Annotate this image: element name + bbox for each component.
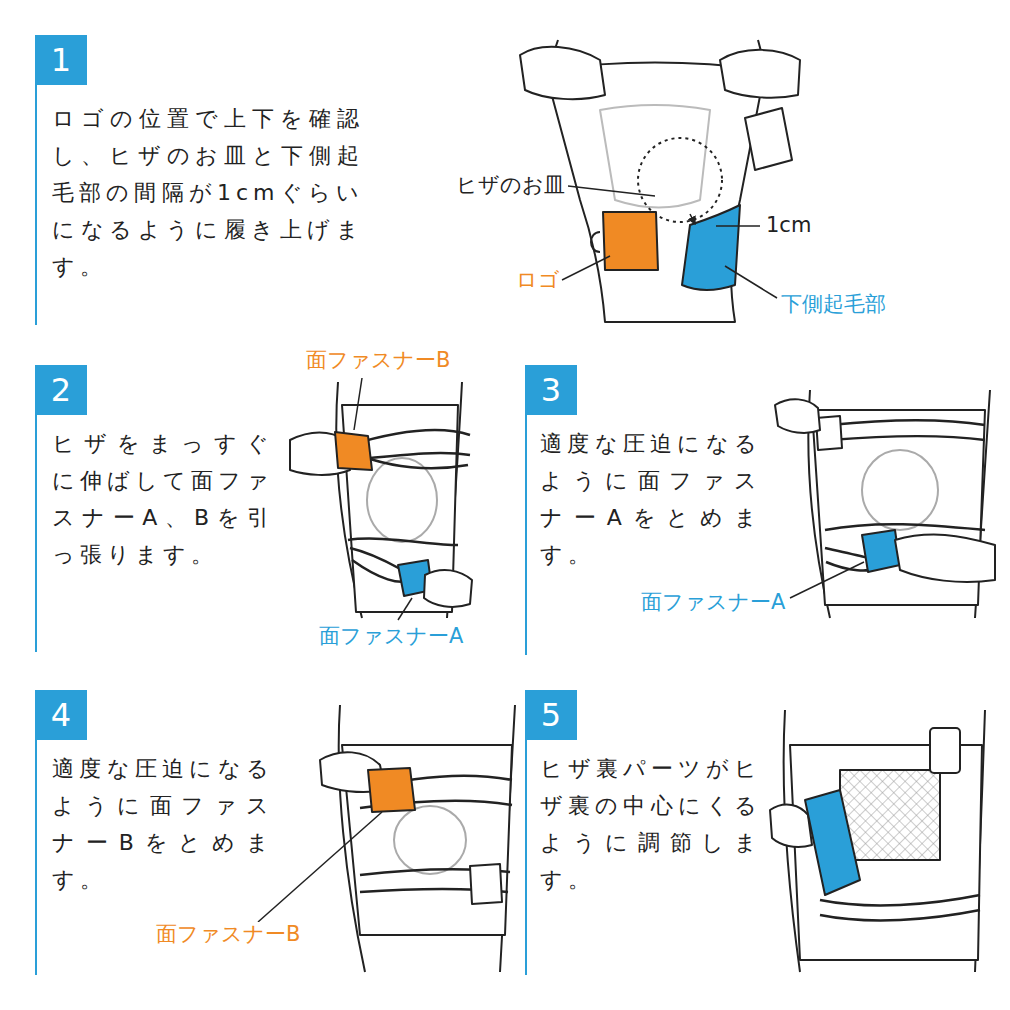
knee-figure-part — [339, 705, 515, 972]
knee-figure — [770, 710, 985, 972]
leader-line-part — [398, 598, 412, 620]
step-number-badge: 3 — [525, 365, 577, 415]
step-number: 4 — [51, 699, 71, 731]
leader-line-part — [568, 186, 655, 196]
step-instruction: 適度な圧迫になるように面ファスナーBをとめます。 — [52, 750, 274, 898]
knee-figure-part — [394, 806, 466, 874]
knee-figure-part — [784, 710, 985, 972]
knee-figure-part — [808, 390, 990, 618]
step-rule-part — [35, 415, 37, 652]
leader-line-part — [562, 256, 610, 280]
part-label: 面ファスナーA — [640, 590, 786, 615]
knee-figure-part — [335, 432, 372, 470]
leader-line — [790, 562, 864, 598]
part-label: 面ファスナーB — [155, 922, 301, 947]
knee-figure-part — [470, 864, 502, 904]
knee-figure-part — [367, 458, 437, 542]
step-rule — [36, 85, 526, 975]
knee-figure-part — [745, 108, 792, 170]
step-number: 1 — [51, 44, 71, 76]
step-number: 3 — [541, 374, 561, 406]
knee-figure-part — [862, 530, 900, 572]
knee-figure — [290, 382, 472, 618]
knee-figure-part — [840, 770, 940, 860]
part-label: 下側起毛部 — [780, 292, 887, 317]
step-rule-part — [525, 740, 527, 975]
leader-line — [258, 812, 382, 922]
knee-figure-part — [820, 895, 980, 920]
step-rule-part — [35, 740, 37, 975]
knee-figure-part — [720, 50, 800, 98]
knee-figure — [775, 390, 995, 618]
knee-figure-part — [805, 790, 860, 895]
knee-figure-part — [342, 745, 512, 935]
step-number-badge: 2 — [35, 365, 87, 415]
knee-figure-part — [638, 138, 722, 222]
step-number-badge: 5 — [525, 690, 577, 740]
knee-figure-part — [545, 63, 765, 323]
knee-figure-part — [682, 205, 740, 290]
leader-line — [354, 378, 412, 620]
part-label: 面ファスナーA — [318, 624, 464, 649]
part-label: 1cm — [765, 213, 812, 238]
knee-figure-part — [930, 728, 960, 773]
knee-figure-part — [368, 768, 415, 812]
leader-line-part — [725, 266, 777, 298]
step-number-badge: 4 — [35, 690, 87, 740]
step-rule-part — [35, 85, 37, 325]
knee-figure-part — [424, 570, 472, 607]
leader-line-part — [790, 562, 864, 598]
knee-figure-part — [790, 745, 982, 960]
leader-line-part — [258, 812, 382, 922]
step-instruction: ヒザをまっすぐに伸ばして面ファスナーA、Bを引っ張ります。 — [52, 425, 274, 573]
leader-line-part — [716, 225, 760, 227]
knee-figure — [320, 705, 515, 972]
part-label: ヒザのお皿 — [455, 173, 566, 198]
step-rule-part — [525, 415, 527, 655]
knee-figure-part — [520, 47, 605, 99]
step-number-badge: 1 — [35, 35, 87, 85]
step-instruction: 適度な圧迫になるように面ファスナーAをとめます。 — [540, 425, 762, 573]
step-instruction: ロゴの位置で上下を確認し、ヒザのお皿と下側起毛部の間隔が1cmぐらいになるように… — [52, 100, 364, 285]
knee-figure-part — [770, 805, 812, 847]
leader-line-part — [690, 214, 695, 224]
part-label: 面ファスナーB — [305, 348, 451, 373]
knee-figure-part — [862, 450, 938, 530]
knee-figure-part — [603, 212, 658, 270]
leader-line — [562, 186, 777, 298]
knee-figure-part — [775, 399, 820, 433]
knee-figure-part — [830, 420, 985, 440]
step-instruction: ヒザ裏パーツがヒザ裏の中心にくるように調節します。 — [540, 750, 762, 898]
step-number: 5 — [541, 699, 561, 731]
step-number: 2 — [51, 374, 71, 406]
knee-figure-part — [591, 232, 600, 252]
knee-figure-part — [895, 535, 995, 582]
leader-line-part — [354, 378, 362, 430]
part-label: ロゴ — [515, 268, 561, 293]
